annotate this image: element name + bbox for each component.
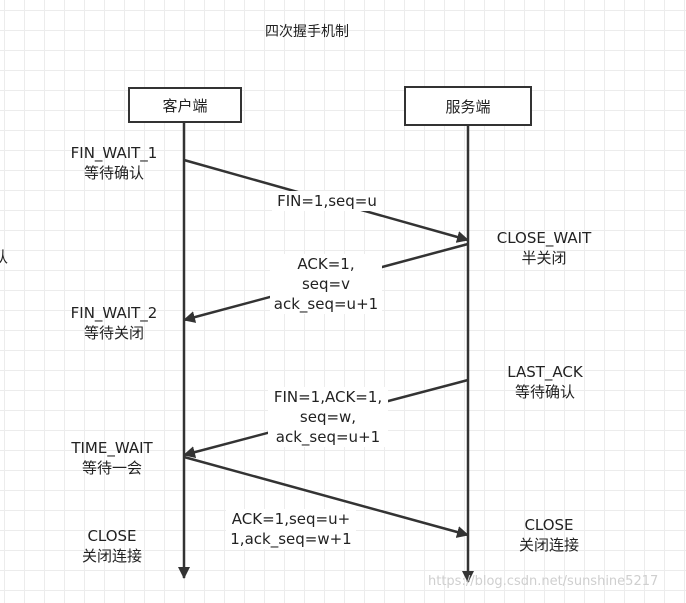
message-label-fin-ack: FIN=1,ACK=1, seq=w, ack_seq=u+1 [268, 387, 388, 447]
message-line: FIN=1,ACK=1, [273, 388, 383, 406]
state-name: CLOSE [524, 516, 574, 534]
client-label: 客户端 [162, 96, 208, 115]
edge-text-fragment: 认 [0, 248, 9, 266]
message-line: ACK=1,seq=u+ [231, 510, 351, 528]
server-label: 服务端 [445, 97, 491, 116]
client-state-fin-wait-2: FIN_WAIT_2 等待关闭 [58, 303, 170, 343]
state-name: LAST_ACK [507, 363, 583, 381]
diagram-title: 四次握手机制 [265, 24, 349, 40]
state-name: CLOSE [87, 527, 137, 545]
server-state-close: CLOSE 关闭连接 [493, 515, 605, 555]
message-label-fin: FIN=1,seq=u [272, 191, 382, 211]
client-state-time-wait: TIME_WAIT 等待一会 [56, 438, 168, 478]
state-desc: 等待确认 [83, 164, 144, 182]
server-state-last-ack: LAST_ACK 等待确认 [489, 362, 601, 402]
state-desc: 关闭连接 [81, 547, 142, 565]
server-box: 服务端 [404, 86, 532, 126]
state-desc: 关闭连接 [518, 536, 579, 554]
client-box: 客户端 [128, 87, 242, 123]
message-line: 1,ack_seq=w+1 [230, 530, 352, 548]
message-label-final-ack: ACK=1,seq=u+ 1,ack_seq=w+1 [226, 509, 356, 549]
state-name: FIN_WAIT_1 [70, 144, 158, 162]
message-line: FIN=1,seq=u [277, 192, 377, 210]
watermark: https://blog.csdn.net/sunshine5217 [428, 574, 659, 589]
message-line: ack_seq=u+1 [273, 295, 379, 313]
state-desc: 半关闭 [521, 249, 567, 267]
client-state-fin-wait-1: FIN_WAIT_1 等待确认 [58, 143, 170, 183]
message-line: seq=w, [299, 408, 357, 426]
state-name: FIN_WAIT_2 [70, 304, 158, 322]
state-desc: 等待确认 [514, 383, 575, 401]
final-ack-arrow [183, 455, 469, 538]
server-state-close-wait: CLOSE_WAIT 半关闭 [488, 228, 600, 268]
state-name: CLOSE_WAIT [496, 229, 592, 247]
message-label-ack: ACK=1, seq=v ack_seq=u+1 [270, 254, 382, 314]
state-desc: 等待关闭 [83, 324, 144, 342]
message-line: ACK=1, [297, 255, 355, 273]
state-name: TIME_WAIT [71, 439, 153, 457]
message-line: ack_seq=u+1 [275, 428, 381, 446]
state-desc: 等待一会 [81, 459, 142, 477]
message-line: seq=v [301, 275, 350, 293]
client-state-close: CLOSE 关闭连接 [56, 526, 168, 566]
